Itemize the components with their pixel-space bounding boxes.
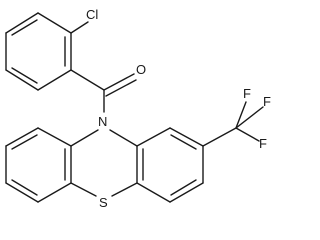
carbonyl-group xyxy=(70,69,137,113)
bond-to-chlorine xyxy=(70,21,89,34)
bond xyxy=(5,69,39,91)
bond xyxy=(169,182,204,203)
nitrogen-atom-label: N xyxy=(98,114,107,129)
bond xyxy=(5,182,39,203)
oxygen-atom-label: O xyxy=(136,62,146,77)
double-bond-inner xyxy=(170,134,197,150)
bond-to-sulfur xyxy=(70,182,97,197)
bond xyxy=(5,12,39,34)
bond-to-sulfur xyxy=(111,182,138,197)
bond xyxy=(37,182,72,203)
fluorine-atom-label-top: F xyxy=(243,86,251,101)
bond xyxy=(109,129,138,147)
bond-to-fluorine xyxy=(235,106,264,129)
bond xyxy=(5,127,39,147)
bond xyxy=(70,69,105,91)
bond xyxy=(169,127,204,147)
chlorobenzoyl-ring xyxy=(5,12,89,91)
carbonyl-double-bond xyxy=(105,79,137,97)
bond xyxy=(136,127,171,147)
double-bond-inner xyxy=(170,179,197,196)
chlorine-atom-label: Cl xyxy=(86,7,98,22)
double-bond-inner xyxy=(11,134,38,150)
bond-to-fluorine xyxy=(235,101,247,129)
phenothiazine-right-ring xyxy=(109,127,204,203)
fluorine-atom-label-lower: F xyxy=(259,136,267,151)
double-bond-inner xyxy=(11,67,38,84)
double-bond-inner xyxy=(11,19,38,36)
bond xyxy=(37,127,72,147)
sulfur-atom-label: S xyxy=(99,195,108,210)
bond xyxy=(136,182,171,203)
bond xyxy=(70,129,99,147)
chemical-structure-drawing: Cl O N S F F F xyxy=(5,7,271,210)
trifluoromethyl-group xyxy=(202,101,264,147)
fluorine-atom-label-right: F xyxy=(263,94,271,109)
phenothiazine-left-ring xyxy=(5,127,99,203)
bond xyxy=(37,69,72,91)
atom-labels: Cl O N S F F F xyxy=(86,7,271,210)
bond xyxy=(202,127,237,147)
bond xyxy=(37,12,72,34)
double-bond-inner xyxy=(11,179,38,196)
carbonyl-double-bond xyxy=(103,73,135,91)
bond-to-fluorine xyxy=(235,127,260,142)
